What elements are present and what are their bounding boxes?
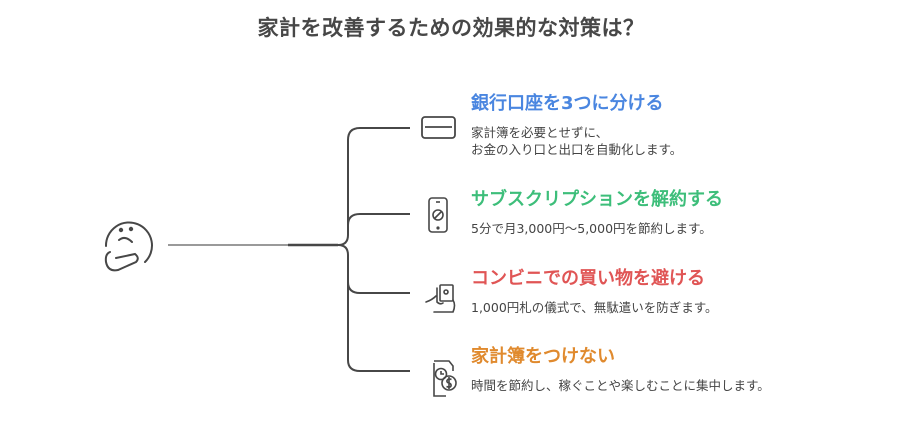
item-description: 5分で月3,000円〜5,000円を節約します。 [471,220,723,237]
item-heading: 家計簿をつけない [471,346,615,367]
brace-upper [337,127,410,246]
thinking-face-icon [104,221,153,272]
brace-branch-2 [347,213,410,226]
desc-line: 5分で月3,000円〜5,000円を節約します。 [471,221,712,236]
time-money-icon [433,360,457,397]
bank-card-icon [421,116,456,139]
desc-line: お金の入り口と出口を自動化します。 [471,142,683,157]
list-item-no-household-ledger: 家計簿をつけない 時間を節約し、稼ぐことや楽しむことに集中します。 [471,346,770,394]
list-item-subscriptions: サブスクリプションを解約する 5分で月3,000円〜5,000円を節約します。 [471,189,723,237]
brace-branch-3 [347,281,410,294]
phone-cancel-icon [428,197,448,233]
item-heading: コンビニでの買い物を避ける [471,268,705,289]
list-item-convenience-store: コンビニでの買い物を避ける 1,000円札の儀式で、無駄遣いを防ぎます。 [471,268,718,316]
desc-line: 1,000円札の儀式で、無駄遣いを防ぎます。 [471,300,718,315]
item-description: 1,000円札の儀式で、無駄遣いを防ぎます。 [471,299,718,316]
item-description: 家計簿を必要とせずに、 お金の入り口と出口を自動化します。 [471,124,682,158]
desc-line: 家計簿を必要とせずに、 [471,125,609,140]
item-heading: サブスクリプションを解約する [471,189,723,210]
brace-lower [337,244,410,372]
hand-cash-icon [425,284,456,313]
item-heading: 銀行口座を3つに分ける [471,93,664,114]
desc-line: 時間を節約し、稼ぐことや楽しむことに集中します。 [471,378,770,393]
list-item-bank-accounts: 銀行口座を3つに分ける 家計簿を必要とせずに、 お金の入り口と出口を自動化します… [471,93,682,158]
item-description: 時間を節約し、稼ぐことや楽しむことに集中します。 [471,377,770,394]
diagram-title: 家計を改善するための効果的な対策は？ [257,16,645,40]
